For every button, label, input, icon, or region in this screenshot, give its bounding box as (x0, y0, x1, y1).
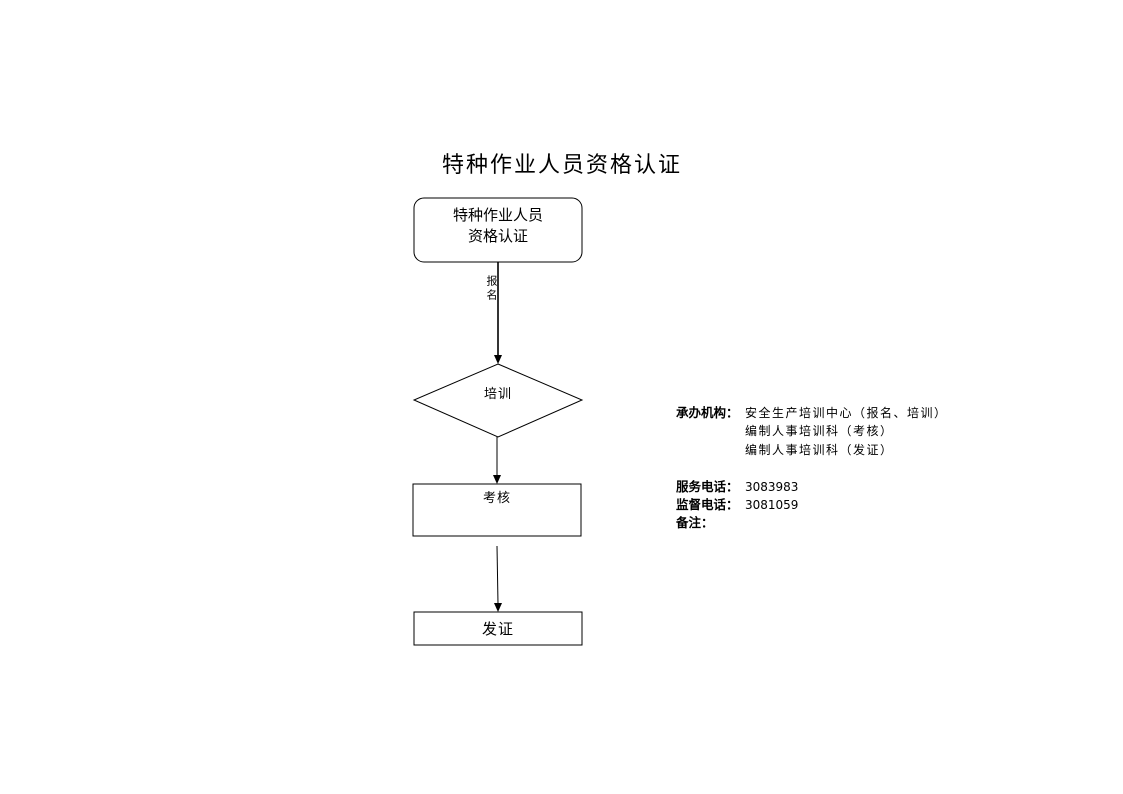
edge-label-registration: 报名 (485, 275, 498, 303)
remarks-row: 备注： (676, 514, 948, 532)
training-node-label: 培训 (483, 387, 512, 402)
supervision-phone-value: 3081059 (745, 497, 799, 512)
info-panel: 承办机构： 安全生产培训中心（报名、培训） 编制人事培训科（考核） 编制人事培训科… (676, 404, 948, 533)
remarks-label: 备注： (676, 515, 714, 531)
organizer-row-2: 编制人事培训科（考核） (676, 422, 948, 440)
supervision-phone-label: 监督电话： (676, 496, 739, 512)
organizer-row: 承办机构： 安全生产培训中心（报名、培训） (676, 404, 948, 422)
organizer-value-1: 安全生产培训中心（报名、培训） (745, 406, 948, 420)
service-phone-value: 3083983 (745, 479, 799, 494)
arrow-training-to-exam-head (493, 475, 501, 484)
training-node-diamond (412, 363, 584, 438)
diagram-title: 特种作业人员资格认证 (441, 153, 682, 178)
start-node-label-line-1: 特种作业人员 (452, 206, 543, 224)
start-node-label: 特种作业人员 资格认证 (414, 205, 582, 247)
blank-row (676, 459, 948, 477)
organizer-value-3: 编制人事培训科（发证） (745, 442, 894, 457)
exam-node-label: 考核 (482, 491, 511, 506)
certificate-node-box (413, 611, 583, 646)
arrow-exam-to-certificate-head (494, 603, 502, 612)
organizer-row-3: 编制人事培训科（发证） (676, 441, 948, 459)
supervision-phone-row: 监督电话： 3081059 (676, 496, 948, 514)
arrow-start-to-training-head (494, 355, 502, 364)
certificate-node-label: 发证 (481, 620, 514, 638)
organizer-label: 承办机构： (676, 405, 739, 420)
organizer-value-2: 编制人事培训科（考核） (745, 424, 894, 439)
start-node-label-line-2: 资格认证 (467, 227, 528, 245)
service-phone-label: 服务电话： (676, 478, 739, 494)
service-phone-row: 服务电话： 3083983 (676, 478, 948, 496)
exam-node-box (412, 483, 582, 537)
arrow-exam-to-certificate-line (496, 545, 499, 605)
